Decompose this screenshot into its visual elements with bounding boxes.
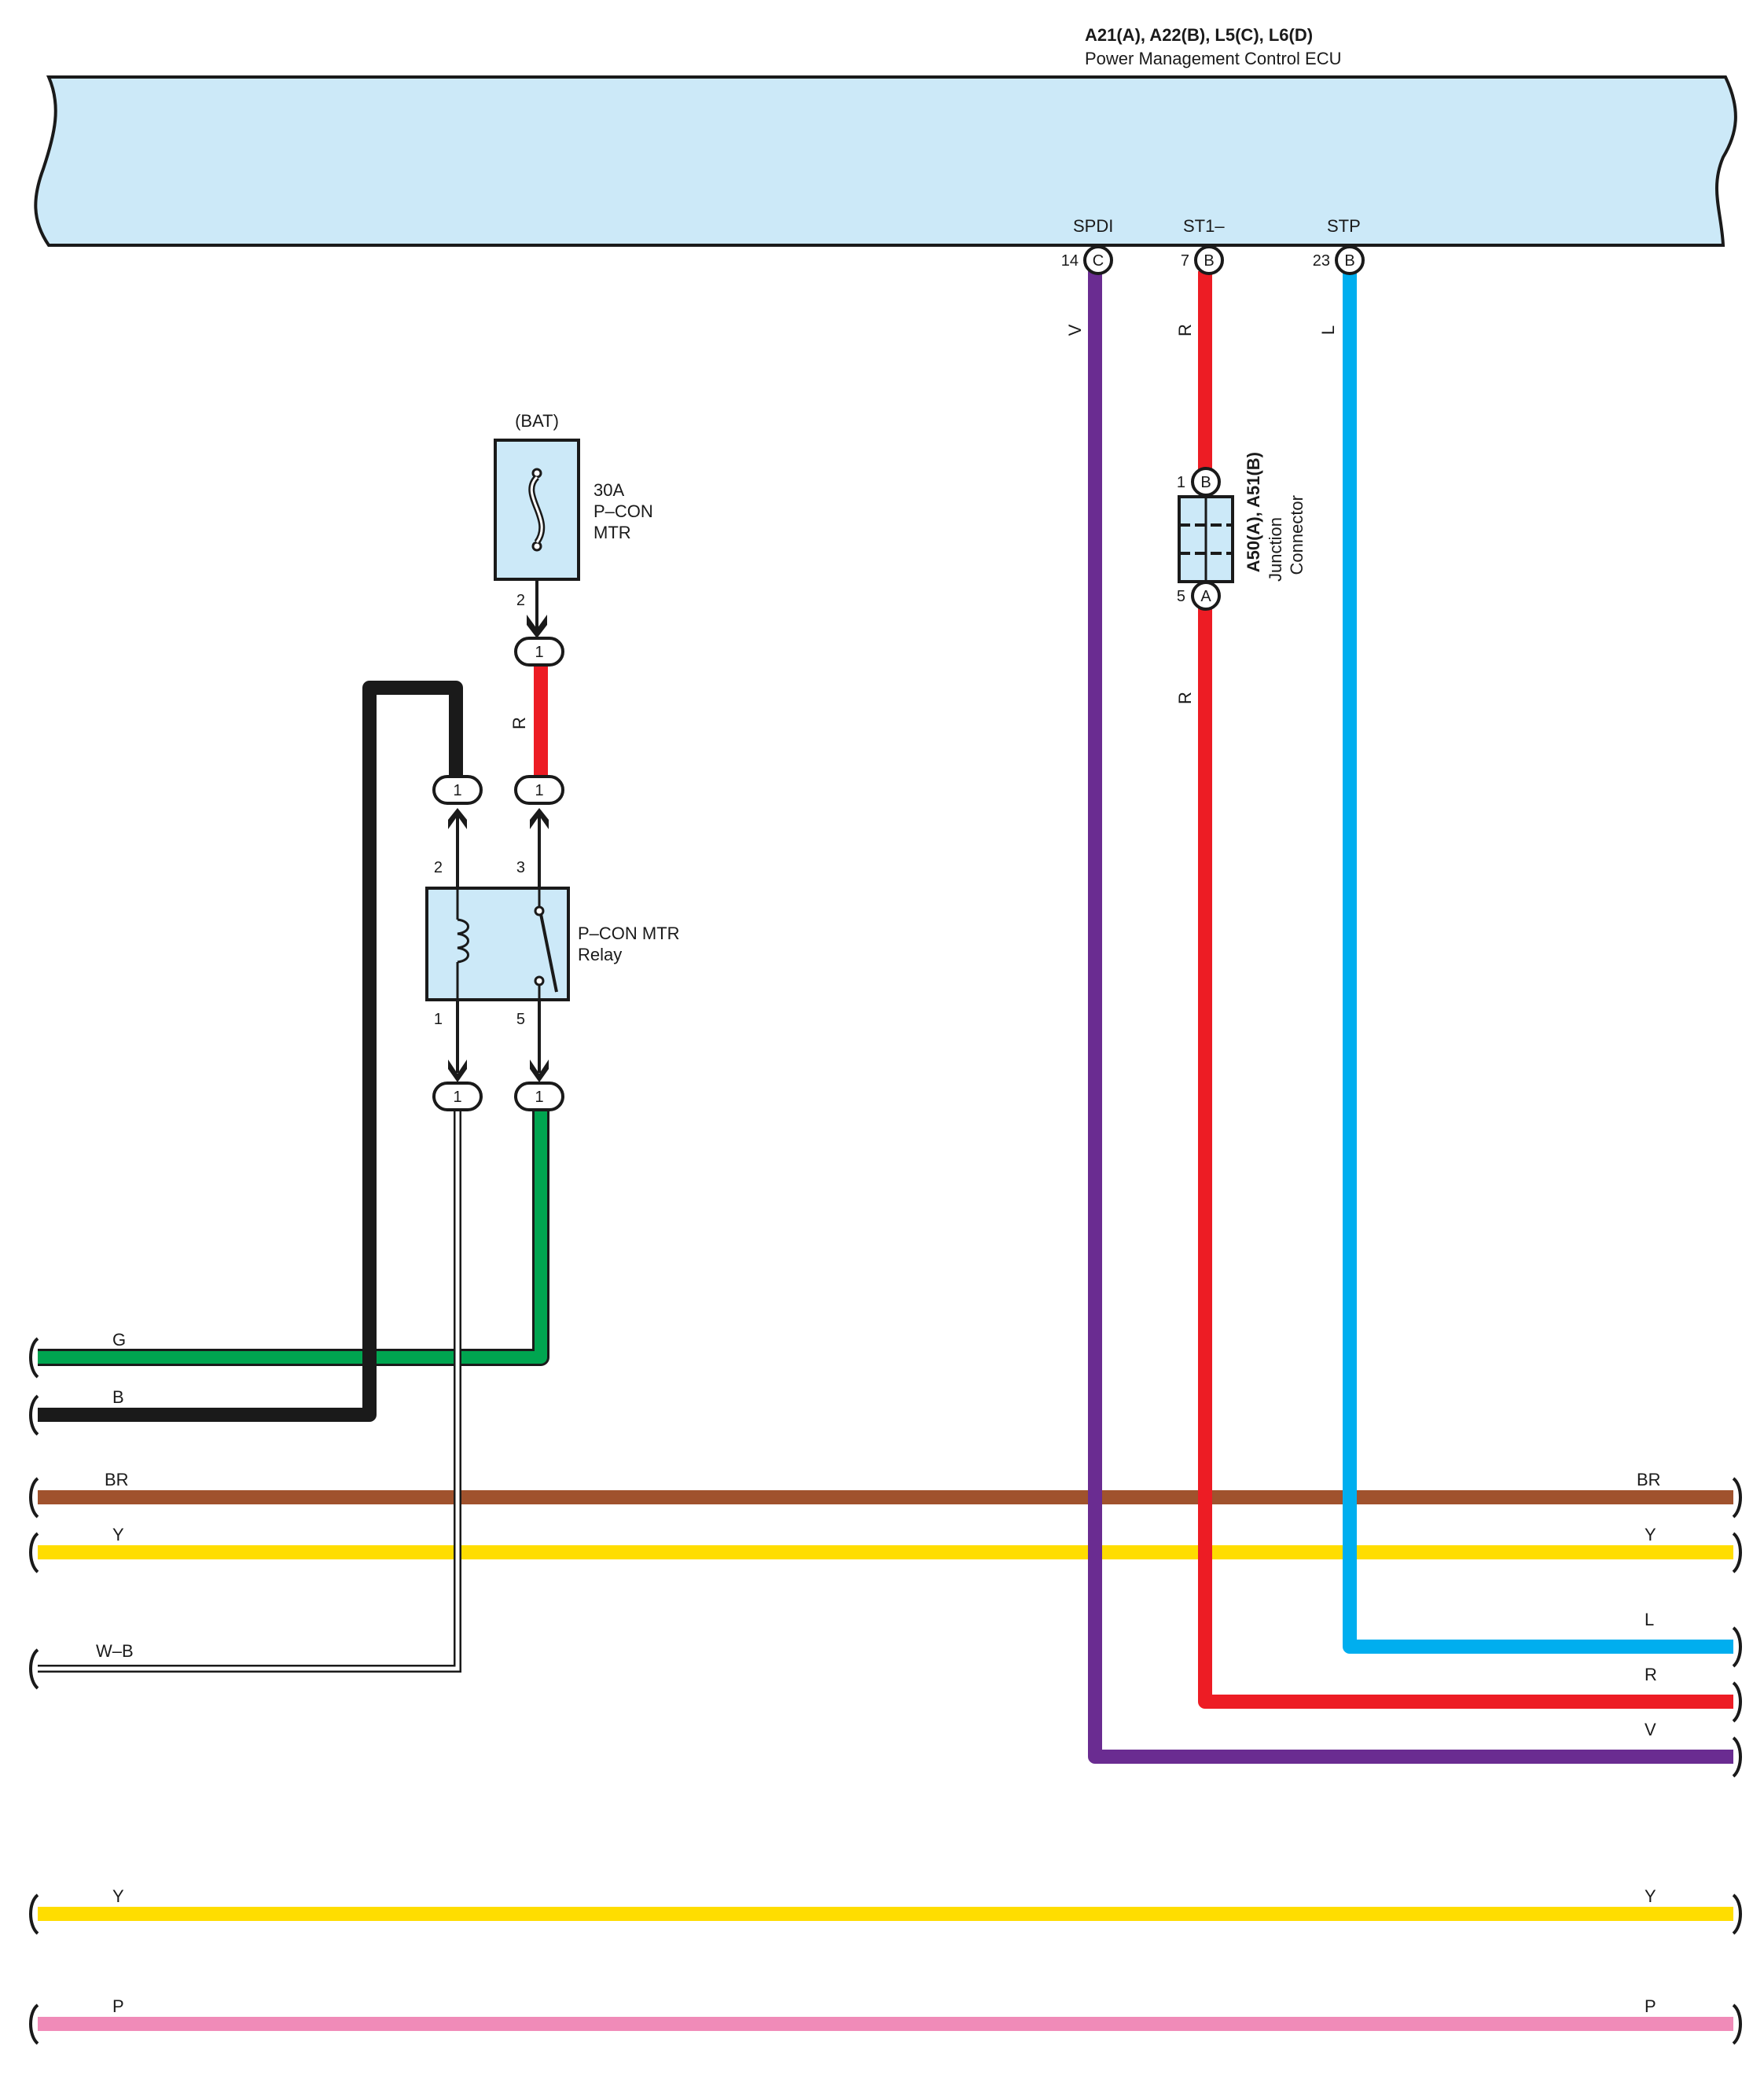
svg-text:1: 1	[535, 644, 543, 661]
fuse-name-2: MTR	[594, 523, 631, 542]
junction-connector: B 1 A 5 A50(A), A51(B) Junction Connecto…	[1177, 452, 1306, 611]
svg-text:1: 1	[535, 1089, 543, 1106]
wire-b	[38, 681, 463, 1422]
relay-pin-5: 5	[516, 1011, 525, 1028]
terminal-spdi: C 14	[1061, 245, 1113, 275]
terminal-stp-pin: 23	[1313, 252, 1330, 270]
left-label-br: BR	[105, 1470, 129, 1489]
wire-g	[38, 1108, 549, 1366]
relay-label-1: P–CON MTR	[578, 924, 680, 943]
wire-wb	[38, 1108, 461, 1673]
terminal-st1-letter: B	[1204, 252, 1214, 270]
inline-connector-fuse: 1	[514, 637, 564, 667]
ecu-box	[34, 75, 1737, 247]
wire-v-label: V	[1065, 324, 1085, 336]
wire-v	[1088, 271, 1733, 1764]
junction-label-1: Junction	[1266, 517, 1285, 582]
junction-top-pin: 1	[1177, 474, 1185, 491]
relay-pin-2: 2	[434, 859, 443, 876]
wire-l-label: L	[1318, 325, 1338, 335]
junction-connectors: A50(A), A51(B)	[1244, 452, 1263, 572]
left-label-p: P	[112, 1996, 124, 2016]
left-bus-breaks	[29, 1337, 39, 2045]
right-label-v: V	[1645, 1720, 1656, 1739]
svg-text:1: 1	[535, 782, 543, 799]
left-label-y-lower: Y	[112, 1886, 124, 1906]
left-label-g: G	[112, 1330, 126, 1350]
terminal-spdi-pin: 14	[1061, 252, 1079, 270]
right-label-r: R	[1645, 1665, 1657, 1684]
terminal-stp-letter: B	[1344, 252, 1354, 270]
relay: 2 3 P–CON MTR Relay 1 5	[425, 808, 680, 1082]
terminal-stp-label: STP	[1327, 216, 1361, 236]
inline-connector-relay-3: 1	[514, 775, 564, 805]
inline-connector-relay-1: 1	[432, 1082, 483, 1111]
right-label-p: P	[1645, 1996, 1656, 2016]
svg-text:1: 1	[453, 1089, 461, 1106]
junction-bottom-letter: A	[1200, 588, 1211, 605]
fuse-rating: 30A	[594, 480, 624, 500]
junction-bottom-pin: 5	[1177, 588, 1185, 605]
wire-r-lower	[1198, 605, 1733, 1709]
junction-label-2: Connector	[1287, 495, 1306, 575]
inline-connector-relay-2: 1	[432, 775, 483, 805]
terminal-st1-label: ST1–	[1183, 216, 1225, 236]
left-label-y-upper: Y	[112, 1525, 124, 1544]
ecu-connectors: A21(A), A22(B), L5(C), L6(D)	[1085, 25, 1313, 45]
junction-top-letter: B	[1200, 474, 1211, 491]
fuse-pin: 2	[516, 592, 525, 609]
terminal-st1: B 7	[1181, 245, 1224, 275]
right-label-y-lower: Y	[1645, 1886, 1656, 1906]
left-label-wb: W–B	[96, 1641, 134, 1661]
relay-pin-3: 3	[516, 859, 525, 876]
terminal-stp: B 23	[1313, 245, 1365, 275]
relay-coil-icon	[457, 918, 469, 964]
relay-switch-icon	[539, 913, 558, 993]
wire-r-label: R	[1175, 324, 1195, 336]
fuse-name-1: P–CON	[594, 501, 653, 521]
right-label-y-upper: Y	[1645, 1525, 1656, 1544]
terminal-st1-pin: 7	[1181, 252, 1189, 270]
ecu-name: Power Management Control ECU	[1085, 49, 1341, 68]
wire-l	[1343, 271, 1733, 1654]
inline-connector-relay-5: 1	[514, 1082, 564, 1111]
relay-label-2: Relay	[578, 945, 622, 964]
left-label-b: B	[112, 1387, 124, 1407]
terminal-spdi-label: SPDI	[1073, 216, 1113, 236]
wire-r-fuse-label: R	[509, 717, 529, 729]
fuse-source: (BAT)	[515, 411, 559, 431]
relay-arrow-icon	[448, 808, 467, 829]
right-label-l: L	[1645, 1610, 1654, 1629]
fuse-arrow-icon	[527, 615, 547, 638]
terminal-spdi-letter: C	[1093, 252, 1104, 270]
fuse: (BAT) 30A P–CON MTR 2	[494, 411, 653, 638]
right-bus-breaks	[1732, 1477, 1742, 2045]
right-label-br: BR	[1637, 1470, 1661, 1489]
svg-text:1: 1	[453, 782, 461, 799]
wire-r-lower-label: R	[1175, 692, 1195, 704]
relay-pin-1: 1	[434, 1011, 443, 1028]
